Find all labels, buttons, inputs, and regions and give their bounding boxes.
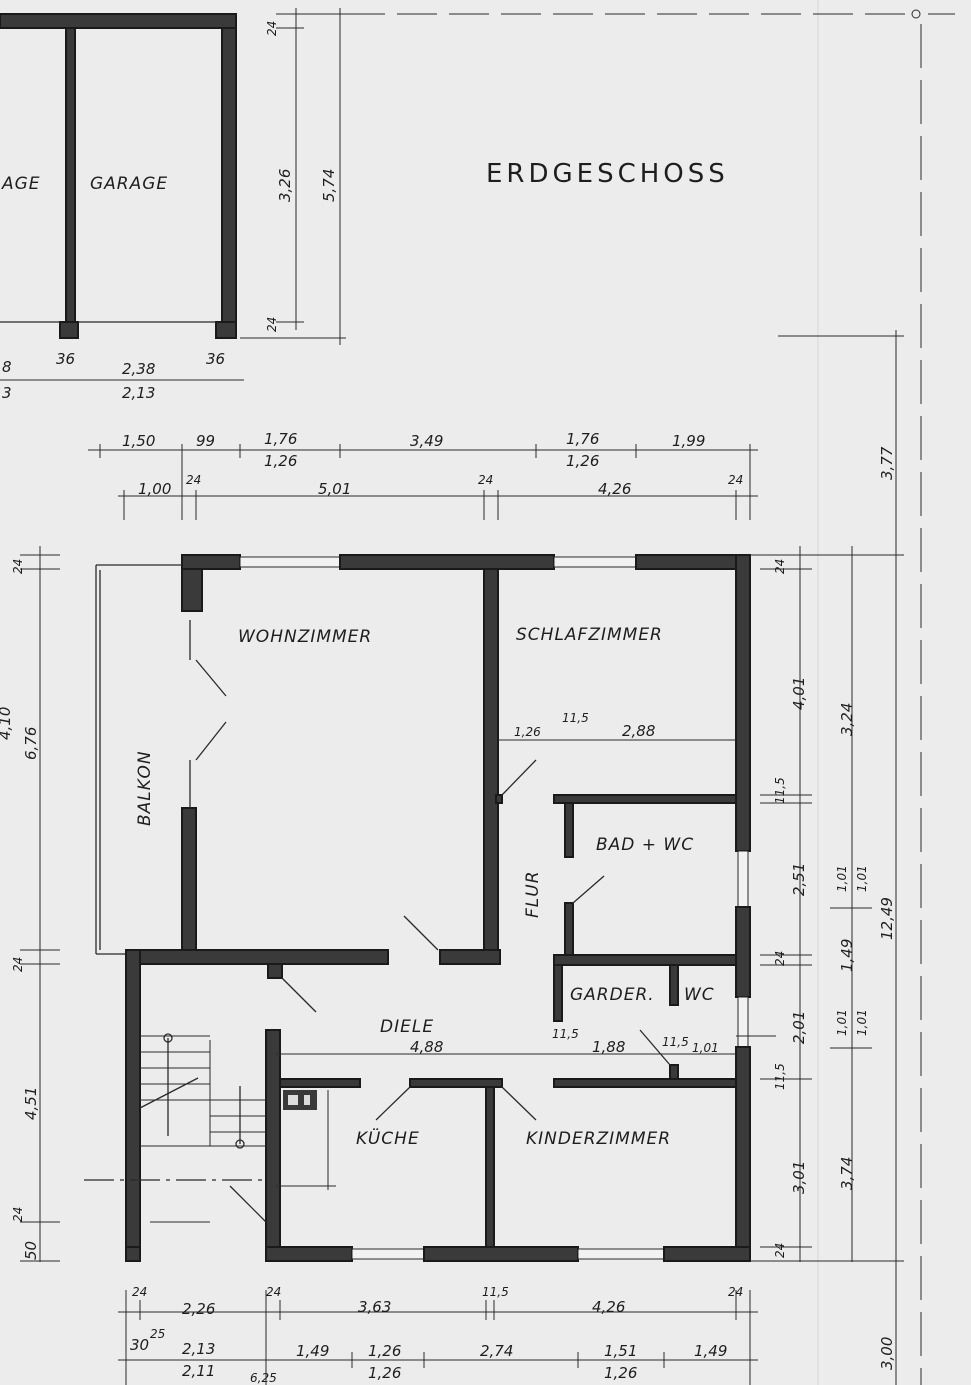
dim-in-288: 2,88 (622, 722, 655, 740)
dim-left-24a: 24 (11, 559, 25, 574)
dim-left-410: 4,10 (0, 707, 14, 740)
wc-label: WC (684, 985, 715, 1005)
dim-garage-24-top: 24 (265, 21, 279, 36)
dim-left-676: 6,76 (22, 727, 40, 760)
dim-top-126: 1,26 (264, 452, 297, 470)
dim-top-126b: 1,26 (566, 452, 599, 470)
dim-r1-115b: 11,5 (773, 1063, 787, 1090)
dim-in-126: 1,26 (514, 725, 541, 739)
dim-r2-101a: 1,01 (835, 865, 849, 892)
dim-r2-101d: 1,01 (855, 1009, 869, 1036)
dim-r1-251: 2,51 (790, 863, 808, 896)
dim-left-50: 50 (22, 1241, 40, 1260)
plan-title: ERDGESCHOSS (486, 159, 729, 189)
dim-b2-274: 2,74 (480, 1342, 513, 1360)
dim-left-24b: 24 (11, 957, 25, 972)
dim-r3-1249: 12,49 (878, 897, 896, 940)
dim-b1-24a: 24 (132, 1285, 147, 1299)
dim-r2-324: 3,24 (838, 703, 856, 736)
balkon-label: BALKON (135, 750, 155, 826)
dim-b2-126a: 1,26 (368, 1342, 401, 1360)
kueche-label: KÜCHE (356, 1127, 420, 1149)
dim-top-176b: 1,76 (566, 430, 599, 448)
dim-garage-24-bottom: 24 (265, 317, 279, 332)
dim-b2-126c: 1,26 (604, 1364, 637, 1382)
dim-r3-377: 3,77 (878, 446, 896, 480)
dim-garage-b-36a: 36 (56, 350, 75, 368)
dim-left-24c: 24 (11, 1207, 25, 1222)
dim-b2-149b: 1,49 (694, 1342, 727, 1360)
dim-top-426: 4,26 (598, 480, 631, 498)
dim-r2-374: 3,74 (838, 1157, 856, 1190)
staircase (84, 1033, 267, 1223)
dim-left-451: 4,51 (22, 1087, 40, 1120)
dim-b2-149a: 1,49 (296, 1342, 329, 1360)
main-walls (95, 554, 751, 1262)
dim-garage-b-left: 8 (2, 358, 12, 376)
dim-top-100: 1,00 (138, 480, 171, 498)
dim-r1-24c: 24 (773, 1243, 787, 1258)
dim-b1-363: 3,63 (358, 1298, 391, 1316)
bad-wc-label: BAD + WC (596, 835, 694, 855)
dim-r1-401: 4,01 (790, 677, 808, 710)
dim-b2-211: 2,11 (182, 1362, 215, 1380)
dim-in-188: 1,88 (592, 1038, 625, 1056)
dim-top-349: 3,49 (410, 432, 443, 450)
dim-garage-326: 3,26 (276, 169, 294, 202)
dim-r2-101b: 1,01 (855, 865, 869, 892)
dim-r2-149: 1,49 (838, 939, 856, 972)
dim-r1-115a: 11,5 (773, 777, 787, 804)
dim-r2-101c: 1,01 (835, 1009, 849, 1036)
dim-top-99: 99 (196, 432, 215, 450)
dim-garage-574: 5,74 (320, 169, 338, 202)
dim-b1-226: 2,26 (182, 1300, 215, 1318)
wohnzimmer-label: WOHNZIMMER (238, 627, 372, 647)
dim-top-24c: 24 (728, 473, 743, 487)
flur-label: FLUR (523, 870, 543, 918)
dim-in-488: 4,88 (410, 1038, 443, 1056)
dim-b1-426: 4,26 (592, 1298, 625, 1316)
diele-label: DIELE (380, 1017, 434, 1037)
dim-b2-25: 25 (150, 1327, 165, 1341)
dim-garage-b-213: 2,13 (122, 384, 155, 402)
dim-r1-201: 2,01 (790, 1011, 808, 1044)
dim-garage-b-36b: 36 (206, 350, 225, 368)
garderobe-label: GARDER. (570, 985, 655, 1005)
dim-top-199: 1,99 (672, 432, 705, 450)
garage-right-label: GARAGE (90, 174, 168, 194)
dim-top-150: 1,50 (122, 432, 155, 450)
dimension-ticks (99, 444, 751, 1385)
dim-top-501: 5,01 (318, 480, 351, 498)
schlafzimmer-label: SCHLAFZIMMER (516, 625, 663, 645)
dim-garage-b-left2: 3 (2, 384, 12, 402)
dim-in-115b: 11,5 (552, 1027, 579, 1041)
dim-b2-213: 2,13 (182, 1340, 215, 1358)
dim-b2-30: 30 (130, 1336, 149, 1354)
dim-r1-24b: 24 (773, 951, 787, 966)
dim-top-176: 1,76 (264, 430, 297, 448)
dim-r1-24a: 24 (773, 559, 787, 574)
dim-top-24b: 24 (478, 473, 493, 487)
dim-b2-126b: 1,26 (368, 1364, 401, 1382)
garage-left-label: AGE (1, 174, 41, 194)
dim-b2-151: 1,51 (604, 1342, 637, 1360)
dim-top-24a: 24 (186, 473, 201, 487)
dim-b2-625: 6,25 (250, 1371, 277, 1385)
dim-r3-300: 3,00 (878, 1337, 896, 1370)
garage-block (0, 13, 237, 339)
kinderzimmer-label: KINDERZIMMER (526, 1129, 671, 1149)
dim-in-115: 11,5 (562, 711, 589, 725)
dim-r1-301: 3,01 (790, 1161, 808, 1194)
dim-in-115c: 11,5 (662, 1035, 689, 1049)
dim-in-101: 1,01 (692, 1041, 719, 1055)
dim-b1-115: 11,5 (482, 1285, 509, 1299)
dim-b1-24b: 24 (266, 1285, 281, 1299)
dim-garage-b-238: 2,38 (122, 360, 155, 378)
